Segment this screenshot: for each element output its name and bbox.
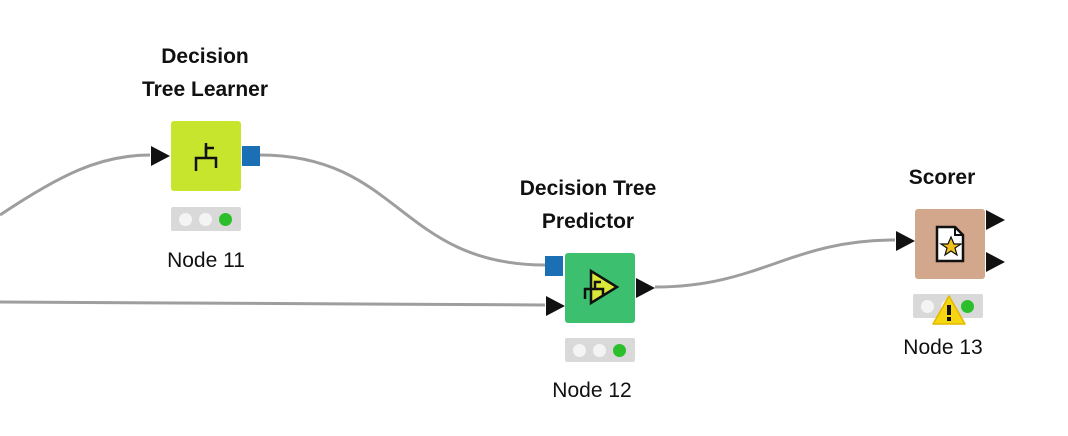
- node-13-label[interactable]: Node 13: [903, 336, 983, 359]
- decision-tree-learner-node[interactable]: [171, 121, 241, 191]
- node-12-status-indicator: [565, 338, 635, 362]
- decision-tree-predictor-node[interactable]: [565, 253, 635, 323]
- node-13-title: Scorer: [908, 166, 976, 189]
- connection-input-to-learner: [0, 153, 151, 217]
- node-11-title: Decision Tree Learner: [141, 45, 269, 101]
- node-12-label[interactable]: Node 12: [552, 379, 632, 402]
- node-12-data-input-port[interactable]: [546, 296, 565, 316]
- node-11-input-port[interactable]: [151, 146, 170, 166]
- node-12-output-port[interactable]: [636, 278, 655, 298]
- node-11-status-indicator: [171, 207, 241, 231]
- scorer-node[interactable]: [915, 209, 985, 279]
- warning-icon[interactable]: [931, 294, 967, 326]
- node-13-output-port-1[interactable]: [986, 210, 1005, 230]
- node-12-title: Decision Tree Predictor: [519, 177, 657, 233]
- status-light-red: [179, 213, 192, 226]
- status-light-green: [219, 213, 232, 226]
- status-light-yellow: [593, 344, 606, 357]
- tree-predictor-icon: [583, 268, 620, 306]
- connection-input-to-predictor: [0, 300, 546, 307]
- connection-predictor-to-scorer: [654, 238, 896, 289]
- node-12-model-input-port[interactable]: [545, 256, 563, 276]
- status-light-red: [573, 344, 586, 357]
- connection-learner-to-predictor: [259, 153, 546, 267]
- node-13-output-port-2[interactable]: [986, 252, 1005, 272]
- status-light-green: [961, 300, 974, 313]
- status-light-red: [921, 300, 934, 313]
- node-13-input-port[interactable]: [896, 231, 915, 251]
- node-11-model-output-port[interactable]: [242, 146, 260, 166]
- scorer-icon: [935, 225, 965, 263]
- node-11-label[interactable]: Node 11: [167, 249, 245, 272]
- status-light-green: [613, 344, 626, 357]
- status-light-yellow: [199, 213, 212, 226]
- tree-learner-icon: [194, 143, 218, 171]
